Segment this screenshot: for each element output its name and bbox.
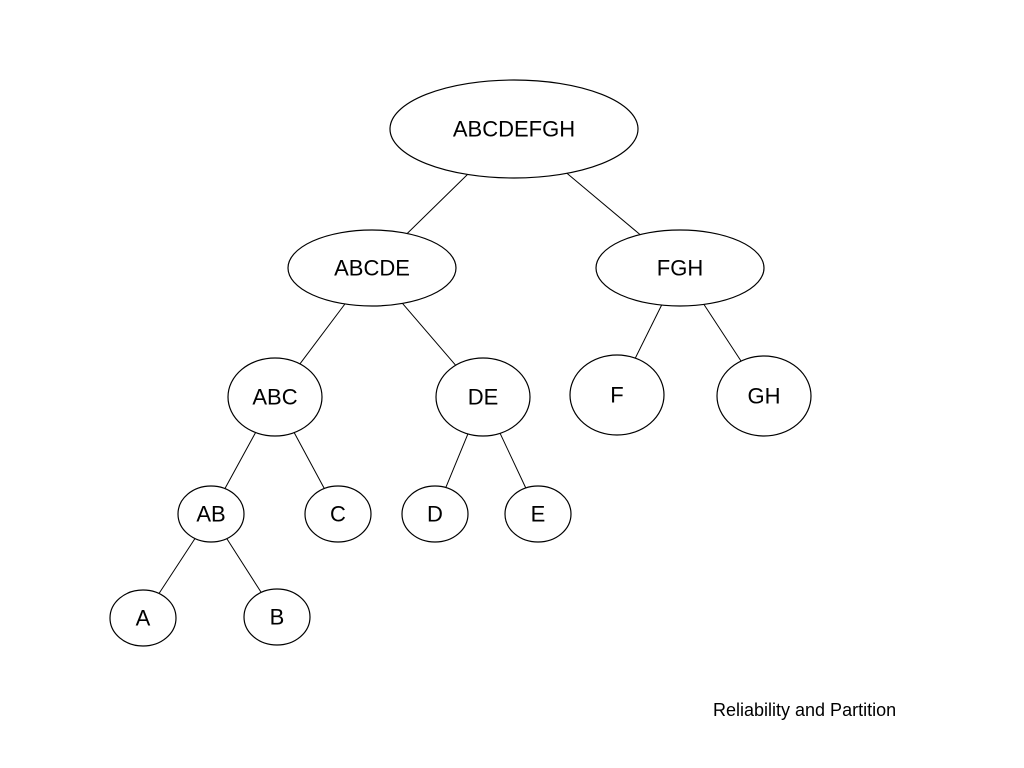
- node-ellipse-de: [435, 357, 531, 437]
- edge-de-to-d: [445, 433, 469, 488]
- node-e: E: [504, 485, 572, 543]
- edge-abc-to-ab: [224, 432, 257, 489]
- node-ellipse-abcdefgh: [389, 79, 639, 179]
- node-f: F: [569, 354, 665, 436]
- node-label-e: E: [531, 502, 546, 527]
- edge-fgh-to-gh: [703, 304, 742, 362]
- node-ellipse-abc: [227, 357, 323, 437]
- node-ellipse-abcde: [287, 229, 457, 307]
- node-b: B: [243, 588, 311, 646]
- edge-abcde-to-abc: [299, 303, 346, 365]
- node-de: DE: [435, 357, 531, 437]
- edge-abcde-to-de: [402, 303, 457, 366]
- edge-abc-to-c: [293, 432, 325, 489]
- footer-caption: Reliability and Partition: [713, 700, 897, 720]
- node-label-d: D: [427, 502, 443, 527]
- node-ellipse-fgh: [595, 229, 765, 307]
- node-abcde: ABCDE: [287, 229, 457, 307]
- node-label-f: F: [610, 383, 623, 408]
- node-fgh: FGH: [595, 229, 765, 307]
- node-label-c: C: [330, 502, 346, 527]
- node-label-abcde: ABCDE: [334, 256, 410, 281]
- node-ellipse-c: [304, 485, 372, 543]
- node-label-gh: GH: [748, 384, 781, 409]
- edge-de-to-e: [499, 433, 527, 489]
- node-c: C: [304, 485, 372, 543]
- node-ab: AB: [177, 485, 245, 543]
- node-ellipse-gh: [716, 355, 812, 437]
- node-abcdefgh: ABCDEFGH: [389, 79, 639, 179]
- node-abc: ABC: [227, 357, 323, 437]
- node-ellipse-f: [569, 354, 665, 436]
- edge-fgh-to-f: [634, 304, 663, 359]
- node-label-abcdefgh: ABCDEFGH: [453, 117, 575, 142]
- node-ellipse-b: [243, 588, 311, 646]
- node-ellipse-ab: [177, 485, 245, 543]
- edges-layer: [158, 172, 742, 594]
- node-ellipse-d: [401, 485, 469, 543]
- node-label-b: B: [270, 605, 285, 630]
- node-d: D: [401, 485, 469, 543]
- node-ellipse-a: [109, 589, 177, 647]
- node-label-abc: ABC: [252, 385, 297, 410]
- node-gh: GH: [716, 355, 812, 437]
- node-a: A: [109, 589, 177, 647]
- node-label-a: A: [136, 606, 151, 631]
- node-label-de: DE: [468, 385, 499, 410]
- node-label-ab: AB: [196, 502, 225, 527]
- edge-abcdefgh-to-fgh: [566, 172, 641, 235]
- node-label-fgh: FGH: [657, 256, 703, 281]
- edge-ab-to-a: [158, 538, 196, 594]
- node-ellipse-e: [504, 485, 572, 543]
- edge-abcdefgh-to-abcde: [406, 174, 468, 234]
- edge-ab-to-b: [226, 538, 262, 593]
